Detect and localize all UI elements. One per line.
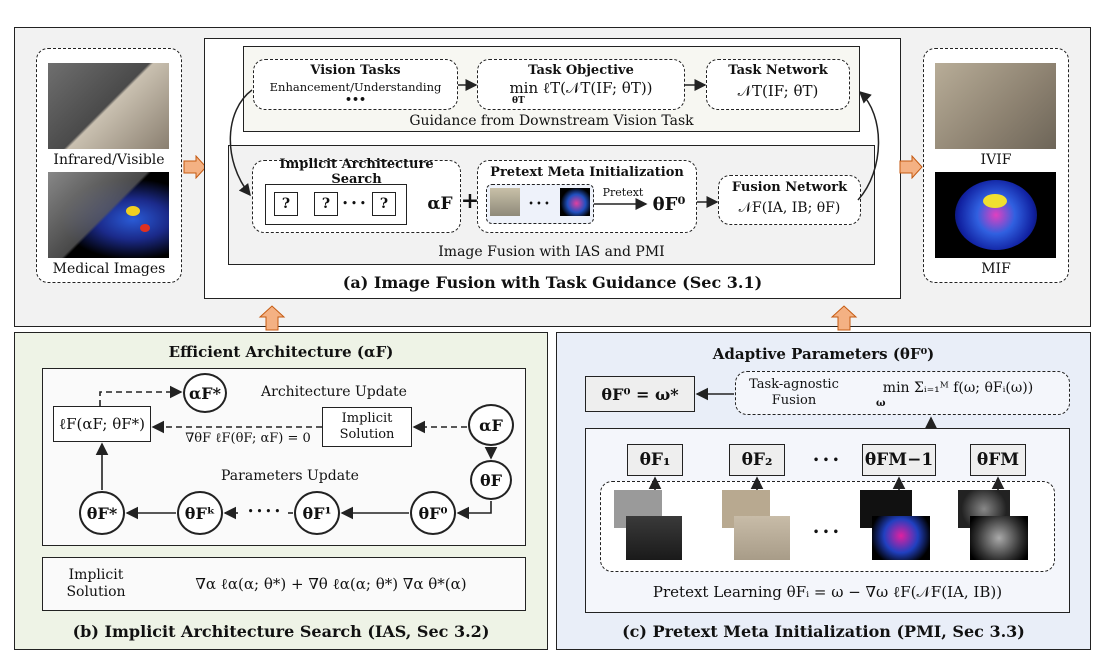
pmi-sample-image-1 [490, 188, 520, 216]
params-update-label: Parameters Update [221, 468, 359, 484]
fusion-network-title: Fusion Network [731, 179, 848, 195]
implicit-solution-label: Implicit Solution [66, 566, 126, 601]
task-image-1b [626, 516, 682, 560]
fusion-caption: Image Fusion with IAS and PMI [438, 244, 665, 260]
panel-a-title: (a) Image Fusion with Task Guidance (Sec… [342, 272, 763, 292]
task-network-formula: 𝒩T(IF; θT) [737, 82, 819, 100]
pretext-label: Pretext [602, 185, 644, 199]
medical-images-label: Medical Images [52, 261, 166, 277]
ivif-label: IVIF [980, 152, 1012, 168]
implicit-solution-box: Implicit Solution [322, 407, 412, 447]
theta-fm-box: θFM [970, 444, 1026, 476]
pmi-sample-image-2 [560, 188, 590, 216]
ivif-image [935, 63, 1056, 149]
candidate-op-2: ? [314, 192, 338, 216]
panel-b-title: (b) Implicit Architecture Search (IAS, S… [72, 621, 490, 641]
panel-c-title: (c) Pretext Meta Initialization (PMI, Se… [622, 621, 1025, 641]
mif-image [935, 172, 1056, 258]
panel-c-header: Adaptive Parameters (θF⁰) [712, 345, 935, 363]
panel-c-arrows [648, 387, 1005, 490]
fusion-network-formula: 𝒩F(IA, IB; θF) [738, 200, 841, 216]
gradient-eq: ∇θF ℓF(θF; αF) = 0 [185, 431, 311, 446]
top-connectors [229, 79, 880, 210]
mif-label: MIF [981, 261, 1011, 277]
task-network-box [706, 59, 850, 110]
orange-up-arrow-b [258, 305, 286, 331]
task-objective-sub: θT [512, 96, 525, 106]
task-image-3b [872, 516, 930, 560]
task-image-2b [734, 516, 790, 560]
loss-box: ℓF(αF; θF*) [53, 406, 151, 442]
theta-star-node: θF* [79, 491, 125, 535]
orange-arrow-left [183, 155, 207, 179]
alpha-node: αF [468, 404, 514, 446]
orange-up-arrow-c [830, 305, 858, 331]
theta-eq-omega-box: θF⁰ = ω* [585, 376, 695, 412]
fusion-network-box [718, 175, 861, 225]
alpha-star-node: αF* [183, 373, 227, 413]
infrared-visible-image [48, 63, 169, 149]
candidate-op-3: ? [372, 192, 396, 216]
vision-tasks-dots: ••• [344, 92, 367, 106]
plus-sign: + [460, 188, 480, 214]
implicit-solution-formula: ∇α ℓα(α; θ*) + ∇θ ℓα(α; θ*) ∇α θ*(α) [195, 574, 467, 593]
panel-b-arrows [95, 385, 498, 520]
theta-0-node: θF⁰ [410, 491, 456, 535]
task-agnostic-box [735, 371, 1070, 415]
medical-image [48, 172, 169, 258]
orange-arrow-right [899, 155, 923, 179]
vision-tasks-title: Vision Tasks [310, 62, 401, 78]
theta-f2-box: θF₂ [729, 444, 785, 476]
theta-k-node: θFᵏ [177, 491, 223, 535]
task-objective-box [477, 59, 685, 110]
infrared-visible-label: Infrared/Visible [53, 152, 165, 168]
pmi-title: Pretext Meta Initialization [490, 164, 684, 180]
task-network-title: Task Network [728, 62, 828, 78]
theta-1-node: θF¹ [294, 491, 340, 535]
theta-node: θF [470, 460, 512, 500]
task-objective-title: Task Objective [528, 62, 634, 78]
implicit-solution-formula-box [42, 557, 526, 611]
alpha-f-output: αF [427, 194, 453, 214]
pmi-dots: • • • [528, 198, 550, 208]
theta-f0-output: θF⁰ [652, 193, 686, 215]
panel-b-header: Efficient Architecture (αF) [168, 343, 394, 361]
theta-dots: • • • [812, 454, 840, 466]
arch-update-label: Architecture Update [261, 384, 407, 400]
vision-tasks-box [253, 59, 458, 110]
ias-dots: • • • [342, 199, 366, 209]
theta-f1-box: θF₁ [627, 444, 683, 476]
candidate-op-1: ? [274, 192, 298, 216]
min-formula: min Σᵢ₌₁ᴹ f(ω; θFᵢ(ω)) [882, 380, 1034, 396]
task-objective-formula: min ℓT(𝒩T(IF; θT)) [509, 78, 653, 97]
task-agnostic-label: Task-agnostic Fusion [749, 377, 839, 408]
omega-sub: ω [876, 398, 886, 409]
task-image-4b [970, 516, 1028, 560]
guidance-caption: Guidance from Downstream Vision Task [409, 113, 694, 129]
params-dots: • • • • [247, 507, 281, 517]
vision-tasks-sub: Enhancement/Understanding [269, 80, 442, 94]
images-dots: • • • [812, 526, 840, 538]
theta-fm1-box: θFM−1 [862, 444, 936, 476]
pretext-learning-formula: Pretext Learning θFᵢ = ω − ∇ω ℓF(𝒩F(IA, … [652, 582, 1003, 601]
